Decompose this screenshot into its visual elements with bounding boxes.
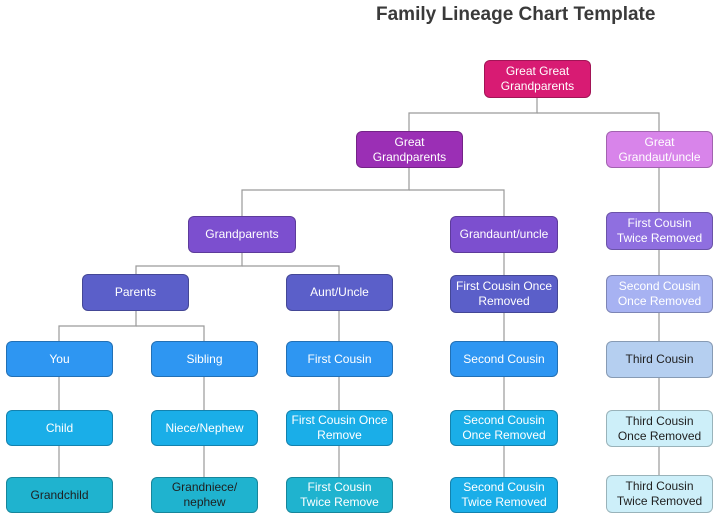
node-grandchild: Grandchild: [6, 477, 113, 513]
node-first-cousin-twice-removed-top: First Cousin Twice Removed: [606, 212, 713, 250]
node-second-cousin-once-removed: Second Cousin Once Removed: [450, 410, 558, 446]
node-grandaunt-uncle: Grandaunt/uncle: [450, 216, 558, 253]
node-grandniece-nephew: Grandniece/ nephew: [151, 477, 258, 513]
node-first-cousin-twice-remove: First Cousin Twice Remove: [286, 477, 393, 513]
node-third-cousin-twice-removed: Third Cousin Twice Removed: [606, 475, 713, 513]
node-sibling: Sibling: [151, 341, 258, 377]
node-parents: Parents: [82, 274, 189, 311]
node-second-cousin-once-removed-top: Second Cousin Once Removed: [606, 275, 713, 313]
chart-title: Family Lineage Chart Template: [376, 4, 656, 25]
node-great-grandparents: Great Grandparents: [356, 131, 463, 168]
node-second-cousin: Second Cousin: [450, 341, 558, 377]
node-great-grandaunt-uncle: Great Grandaut/uncle: [606, 131, 713, 168]
node-great-great-grandparents: Great Great Grandparents: [484, 60, 591, 98]
node-second-cousin-twice-removed: Second Cousin Twice Removed: [450, 477, 558, 513]
node-you: You: [6, 341, 113, 377]
node-grandparents: Grandparents: [188, 216, 296, 253]
node-first-cousin-once-removed-top: First Cousin Once Removed: [450, 275, 558, 313]
node-first-cousin: First Cousin: [286, 341, 393, 377]
node-third-cousin: Third Cousin: [606, 341, 713, 378]
node-first-cousin-once-remove: First Cousin Once Remove: [286, 410, 393, 446]
node-third-cousin-once-removed: Third Cousin Once Removed: [606, 410, 713, 447]
node-aunt-uncle: Aunt/Uncle: [286, 274, 393, 311]
node-niece-nephew: Niece/Nephew: [151, 410, 258, 446]
node-child: Child: [6, 410, 113, 446]
